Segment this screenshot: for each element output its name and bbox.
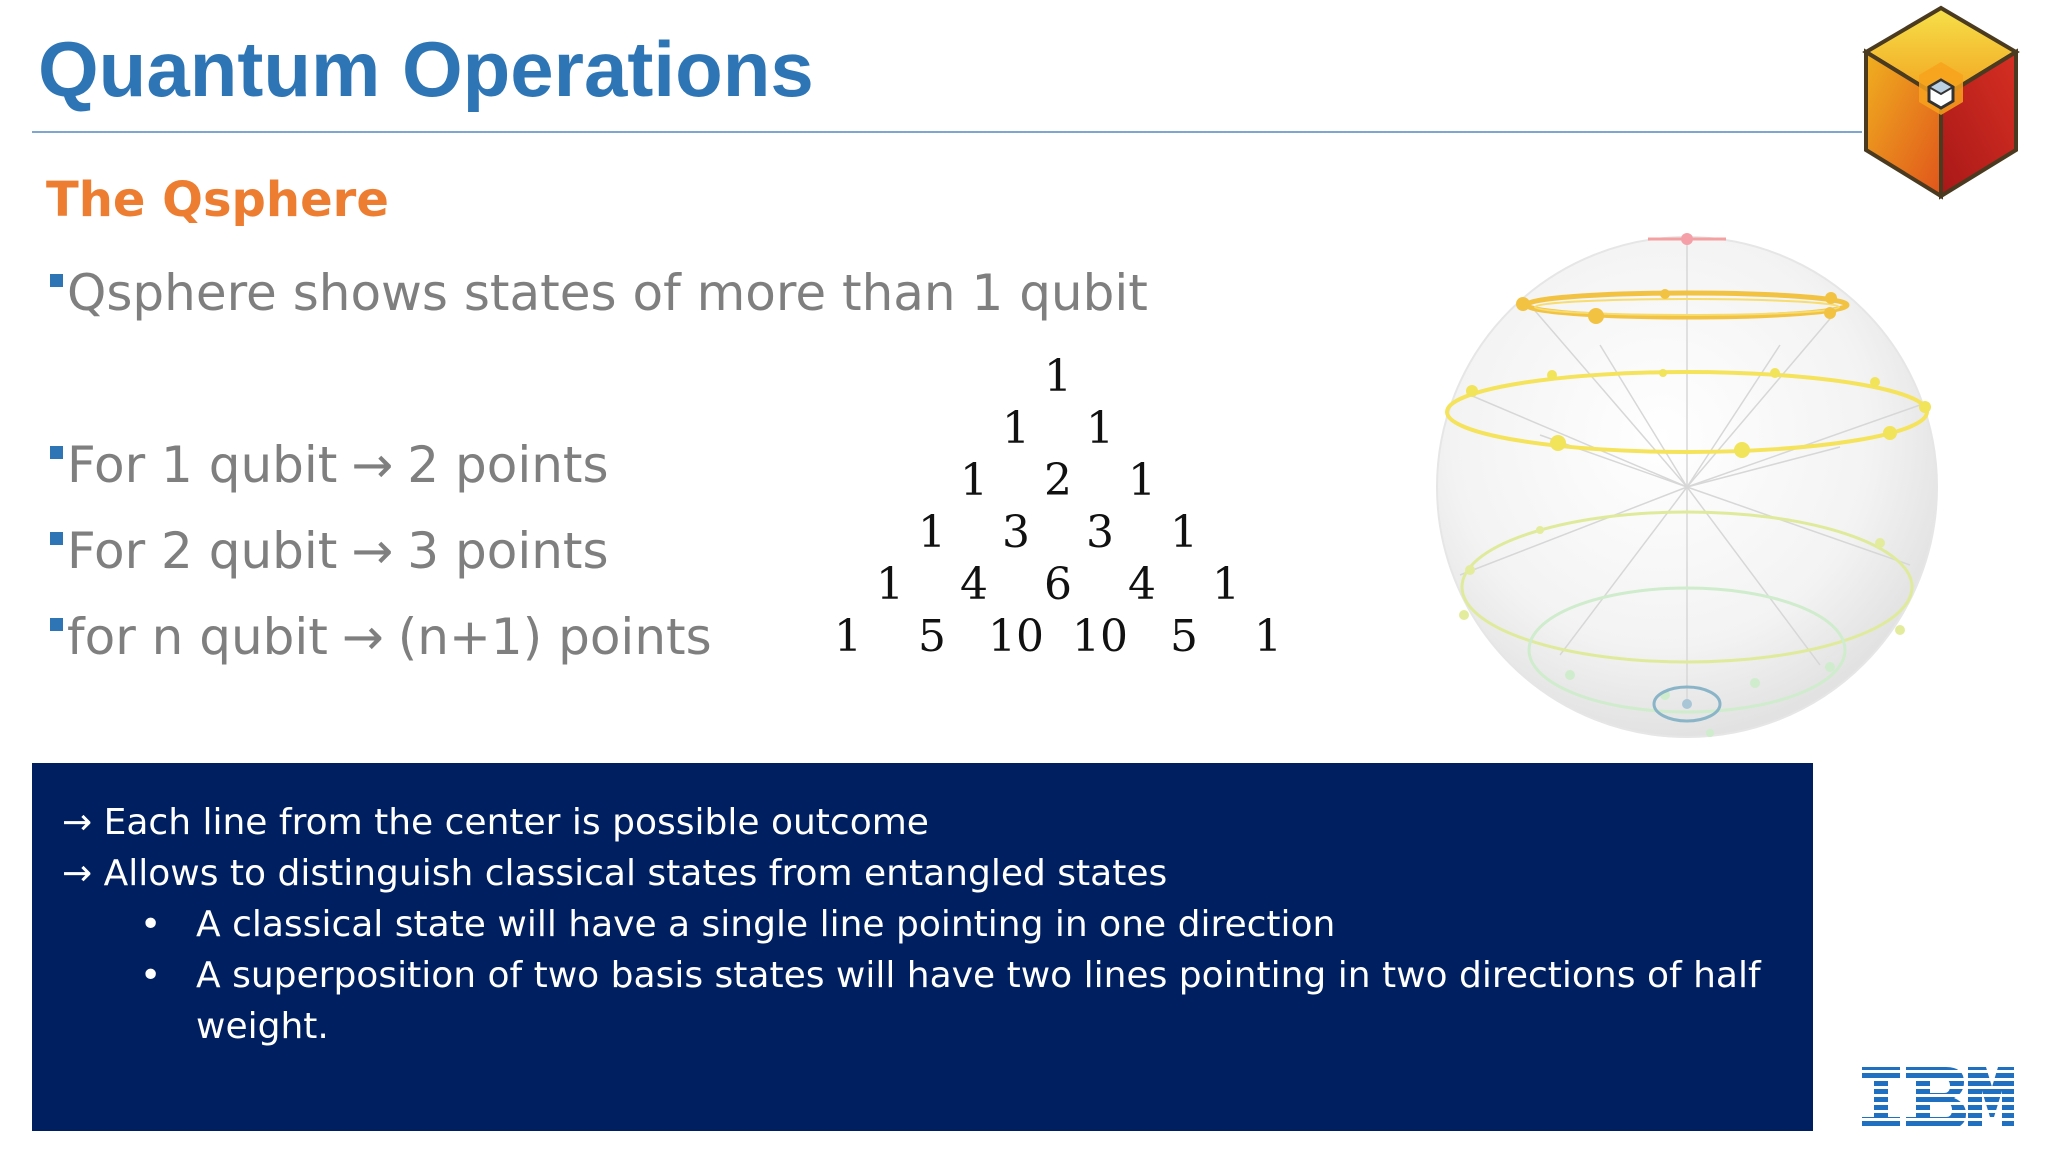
ibm-logo [1862,1067,2014,1129]
sub-bullet-marker: • [140,904,162,945]
arrow-right-icon: → [62,853,93,894]
pascal-number: 3 [1002,507,1030,558]
section-heading: The Qsphere [46,172,389,228]
bullet-lead: For 2 qubit [67,522,338,580]
qiskit-cube-icon [1862,5,2020,200]
bullet-lead: For 1 qubit [67,436,338,494]
arrow-right-icon: → [351,522,394,580]
qsphere-illustration [1436,233,1938,738]
bullet-marker [50,532,63,545]
pascal-number: 6 [1044,559,1072,610]
bullet-marker [50,618,63,631]
sub-bullet-marker: • [140,955,162,996]
info-box: → Each line from the center is possible … [32,763,1813,1131]
bullet-marker [50,446,63,459]
bullet-text: Qsphere shows states of more than 1 qubi… [67,264,1148,322]
bullet-marker [50,274,63,287]
pascal-number: 1 [1086,403,1114,454]
pascal-number: 1 [1212,559,1240,610]
pascal-number: 1 [1170,507,1198,558]
bullet-1-qubit: For 1 qubit→2 points [50,440,609,490]
info-line-2: → Allows to distinguish classical states… [62,856,1167,892]
pascal-number: 1 [918,507,946,558]
sub-bullet-superposition: A superposition of two basis states will… [196,955,1761,996]
pascal-number: 10 [1072,611,1128,662]
bullet-2-qubit: For 2 qubit→3 points [50,526,609,576]
info-line-text: Allows to distinguish classical states f… [103,853,1168,894]
bullet-lead: for n qubit [67,608,328,666]
bullet-qsphere-intro: Qsphere shows states of more than 1 qubi… [50,268,1148,318]
title-divider [32,131,1862,133]
bullet-n-qubit: for n qubit→(n+1) points [50,612,712,662]
pascal-number: 4 [1128,559,1156,610]
sub-bullet-superposition-cont: weight. [196,1006,329,1047]
pascal-number: 1 [834,611,862,662]
pascal-number: 5 [1170,611,1198,662]
bullet-tail: (n+1) points [397,608,712,666]
slide-title: Quantum Operations [38,25,814,113]
arrow-right-icon: → [341,608,384,666]
arrow-right-icon: → [351,436,394,494]
bullet-tail: 2 points [407,436,609,494]
pascal-number: 1 [1002,403,1030,454]
pascal-number: 5 [918,611,946,662]
pascal-number: 4 [960,559,988,610]
pascal-number: 1 [960,455,988,506]
pascal-number: 10 [988,611,1044,662]
info-line-text: Each line from the center is possible ou… [103,802,929,843]
pascal-number: 3 [1086,507,1114,558]
bullet-tail: 3 points [407,522,609,580]
arrow-right-icon: → [62,802,93,843]
sub-bullet-classical: A classical state will have a single lin… [196,904,1336,945]
pascal-number: 1 [1254,611,1282,662]
pascal-number: 2 [1044,455,1072,506]
pascal-number: 1 [876,559,904,610]
info-line-1: → Each line from the center is possible … [62,805,929,841]
pascal-number: 1 [1128,455,1156,506]
pascal-number: 1 [1044,351,1072,402]
